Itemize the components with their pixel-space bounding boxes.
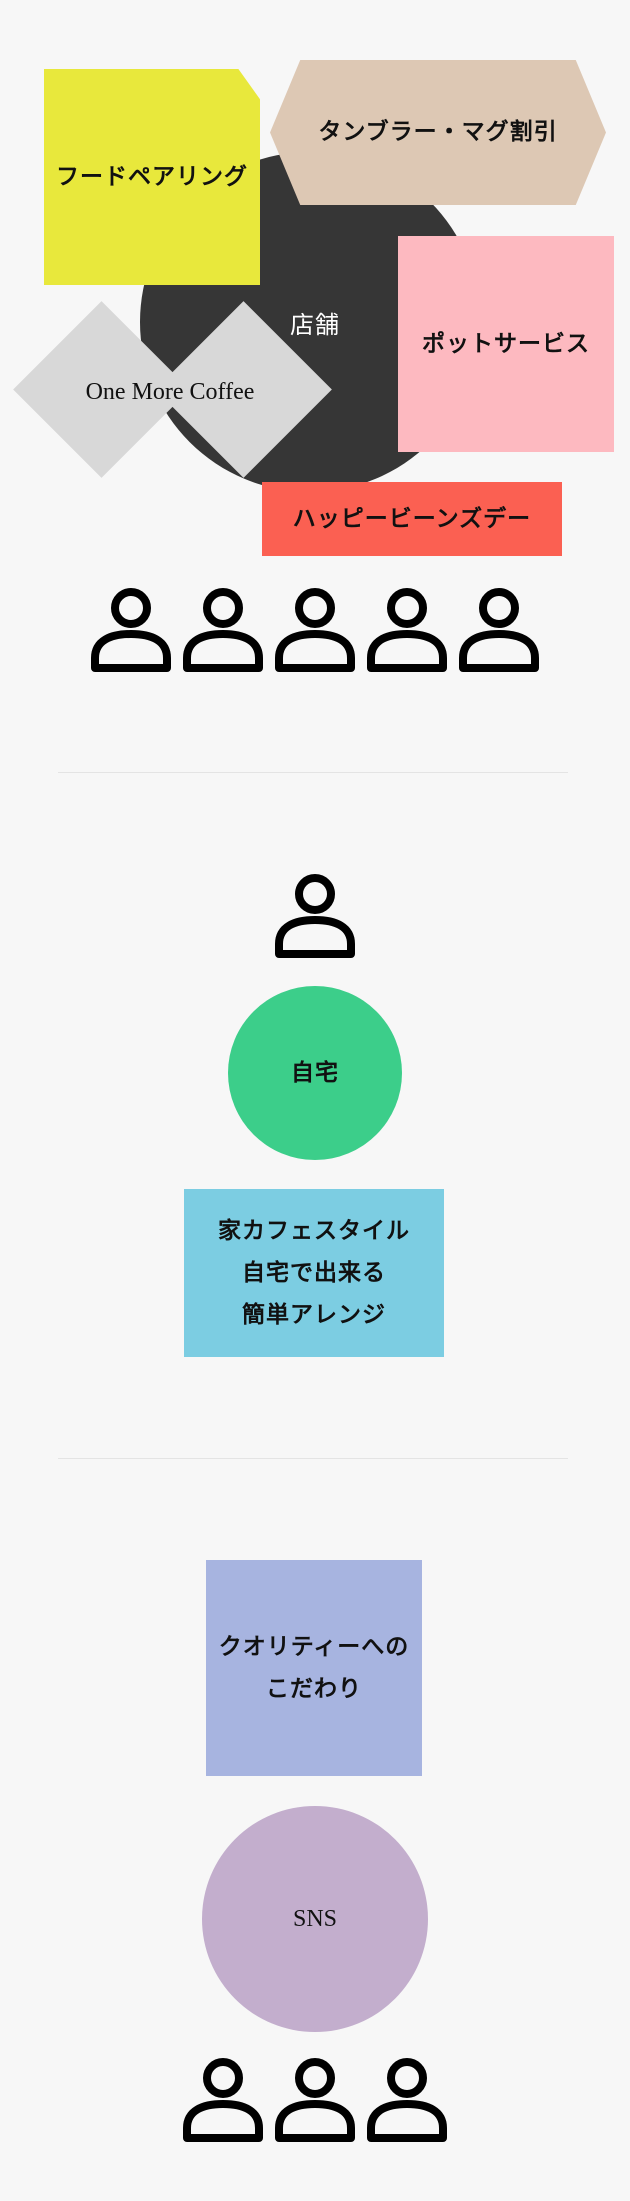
people-row-home (0, 872, 630, 958)
tumbler-hexagon: タンブラー・マグ割引 (270, 60, 606, 205)
home-cafe-line-1: 家カフェスタイル (218, 1217, 410, 1244)
one-more-coffee-label: One More Coffee (85, 378, 255, 405)
people-row-store (0, 586, 630, 672)
sns-circle: SNS (202, 1806, 428, 2032)
food-pairing-label: フードペアリング (56, 162, 248, 190)
sns-label: SNS (292, 1905, 338, 1932)
happy-beans-day-box: ハッピービーンズデー (262, 482, 562, 556)
tumbler-label: タンブラー・マグ割引 (318, 118, 558, 146)
store-label: 店舗 (290, 311, 340, 339)
quality-line-1: クオリティーへの (218, 1633, 410, 1660)
home-cafe-line-2: 自宅で出来る (242, 1259, 386, 1286)
divider-2 (58, 1458, 568, 1459)
divider-1 (58, 772, 568, 773)
pot-service-label: ポットサービス (422, 329, 590, 357)
home-cafe-box: 家カフェスタイル 自宅で出来る 簡単アレンジ (184, 1189, 444, 1357)
people-row-sns (0, 2056, 630, 2142)
person-icon (180, 2056, 266, 2142)
person-icon (272, 2056, 358, 2142)
home-label: 自宅 (291, 1058, 339, 1086)
pot-service-box: ポットサービス (398, 236, 614, 452)
person-icon (364, 2056, 450, 2142)
quality-line-2: こだわり (266, 1675, 362, 1702)
person-icon (180, 586, 266, 672)
person-icon (272, 586, 358, 672)
person-icon (456, 586, 542, 672)
quality-box: クオリティーへの こだわり (206, 1560, 422, 1776)
food-pairing-box: フードペアリング (44, 69, 260, 285)
person-icon (364, 586, 450, 672)
person-icon (272, 872, 358, 958)
home-cafe-line-3: 簡単アレンジ (242, 1301, 386, 1328)
home-circle: 自宅 (228, 986, 402, 1160)
person-icon (88, 586, 174, 672)
happy-beans-day-label: ハッピービーンズデー (292, 504, 532, 532)
